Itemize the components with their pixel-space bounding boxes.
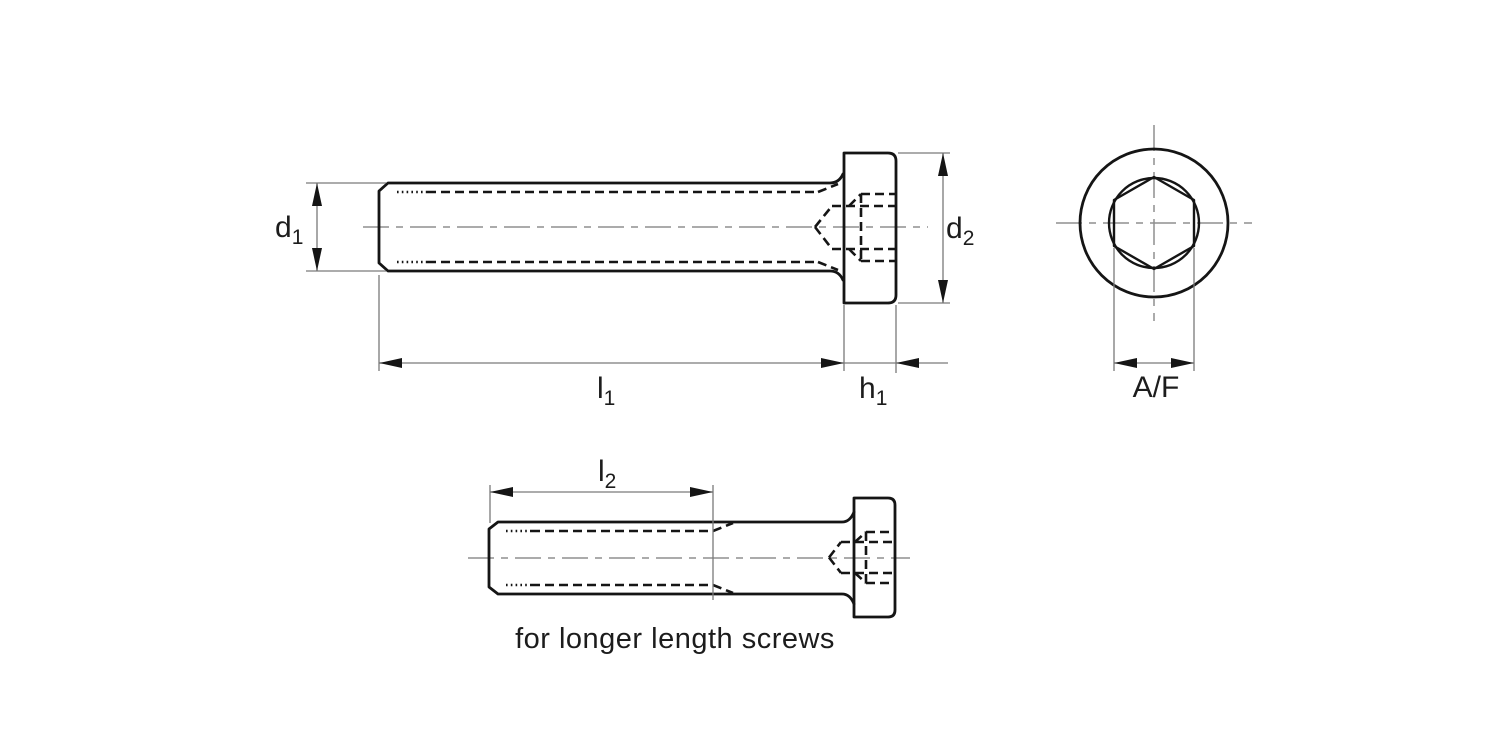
head-outline <box>842 151 898 305</box>
thread-runout-bottom <box>817 260 839 272</box>
thread-hidden-lines <box>397 182 839 272</box>
d1-arrow-down <box>312 248 322 271</box>
longer-drill-cone-bottom <box>827 556 843 574</box>
longer-thread-runout-top <box>712 521 734 533</box>
af-arrow-left <box>1114 358 1137 368</box>
l2-arrow-right <box>690 487 713 497</box>
dimension-af: A/F <box>1113 248 1195 404</box>
dimension-l1-h1: l1 h1 <box>378 275 948 410</box>
end-view: A/F <box>1056 125 1252 404</box>
shank-outline <box>377 172 845 282</box>
head-outer-circle <box>1078 147 1230 299</box>
l1-arrow-right <box>821 358 844 368</box>
d1-arrow-up <box>312 183 322 206</box>
af-arrow-right <box>1171 358 1194 368</box>
l2-arrow-left <box>490 487 513 497</box>
longer-head-outline <box>852 496 897 619</box>
label-d2: d2 <box>946 212 974 250</box>
longer-shank-outline <box>487 510 856 606</box>
longer-socket-chamfer-bottom <box>854 572 867 584</box>
longer-thread-runout-bottom <box>712 583 734 595</box>
label-af: A/F <box>1133 371 1180 404</box>
hex-socket <box>1112 175 1196 271</box>
dimension-d1: d1 <box>275 182 386 272</box>
side-view-longer-screw: l2 for longer length screws <box>468 455 910 655</box>
socket-chamfer-bottom <box>848 248 862 262</box>
socket-chamfer-top <box>848 193 862 207</box>
d2-arrow-down <box>938 280 948 303</box>
longer-socket-hidden-lines <box>827 530 895 585</box>
h1-arrow <box>896 358 919 368</box>
label-l1: l1 <box>597 372 615 410</box>
label-d1: d1 <box>275 211 303 249</box>
longer-thread-hidden-lines <box>506 521 734 595</box>
dimension-l2: l2 <box>489 455 714 600</box>
longer-drill-cone-top <box>827 541 843 559</box>
thread-runout-top <box>817 182 839 194</box>
socket-hidden-lines <box>813 192 896 263</box>
label-l2: l2 <box>598 455 616 493</box>
longer-socket-chamfer-top <box>854 531 867 543</box>
drill-cone-top <box>813 205 834 228</box>
caption-longer-screws: for longer length screws <box>515 623 835 655</box>
label-h1: h1 <box>859 372 887 410</box>
d2-arrow-up <box>938 153 948 176</box>
drill-cone-bottom <box>813 226 834 250</box>
side-view-screw <box>363 151 928 305</box>
l1-arrow-left <box>379 358 402 368</box>
dimension-d2: d2 <box>898 152 974 304</box>
